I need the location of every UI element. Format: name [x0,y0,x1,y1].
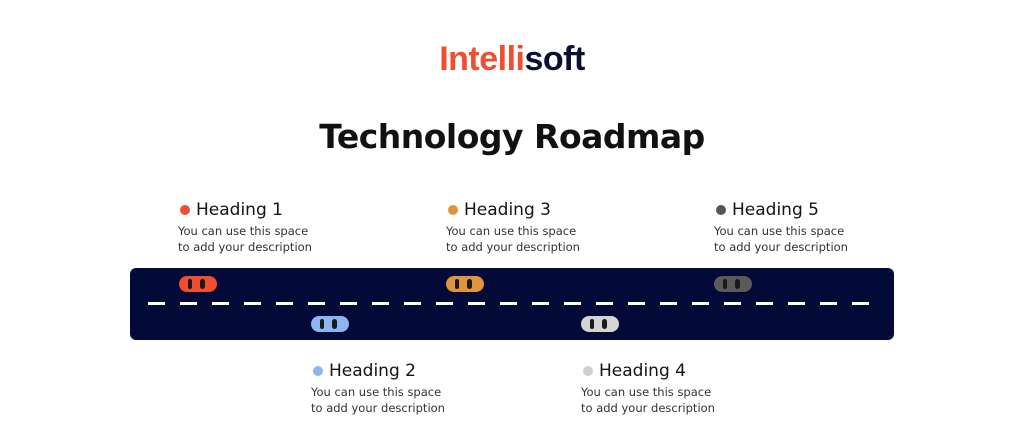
milestone-5: Heading 5 You can use this space to add y… [714,199,848,255]
milestone-3: Heading 3 You can use this space to add y… [446,199,580,255]
milestone-desc-line2: to add your description [714,240,848,254]
milestone-desc-line2: to add your description [311,401,445,415]
dot-icon [448,205,458,215]
milestone-desc-line1: You can use this space [178,224,309,238]
car-icon-2 [311,316,349,332]
car-icon-5 [714,276,752,292]
milestone-desc-line1: You can use this space [446,224,577,238]
milestone-desc-line1: You can use this space [311,385,442,399]
dot-icon [313,366,323,376]
milestone-heading: Heading 3 [464,200,551,220]
milestone-desc-line2: to add your description [178,240,312,254]
milestone-1: Heading 1 You can use this space to add y… [178,199,312,255]
car-icon-4 [581,316,619,332]
milestone-heading: Heading 1 [196,200,283,220]
milestone-desc-line2: to add your description [581,401,715,415]
intellisoft-logo: Intellisoft [0,40,1024,79]
milestone-desc-line2: to add your description [446,240,580,254]
milestone-4: Heading 4 You can use this space to add y… [581,360,715,416]
dot-icon [583,366,593,376]
page-title: Technology Roadmap [319,117,705,156]
milestone-2: Heading 2 You can use this space to add y… [311,360,445,416]
logo-part-1: Intelli [439,40,525,78]
lane-divider [148,302,876,305]
milestone-desc-line1: You can use this space [581,385,712,399]
milestone-heading: Heading 5 [732,200,819,220]
dot-icon [180,205,190,215]
logo-part-2: soft [524,40,585,78]
milestone-heading: Heading 4 [599,361,686,381]
car-icon-3 [446,276,484,292]
car-icon-1 [179,276,217,292]
roadmap-road [130,268,894,340]
dot-icon [716,205,726,215]
milestone-heading: Heading 2 [329,361,416,381]
milestone-desc-line1: You can use this space [714,224,845,238]
